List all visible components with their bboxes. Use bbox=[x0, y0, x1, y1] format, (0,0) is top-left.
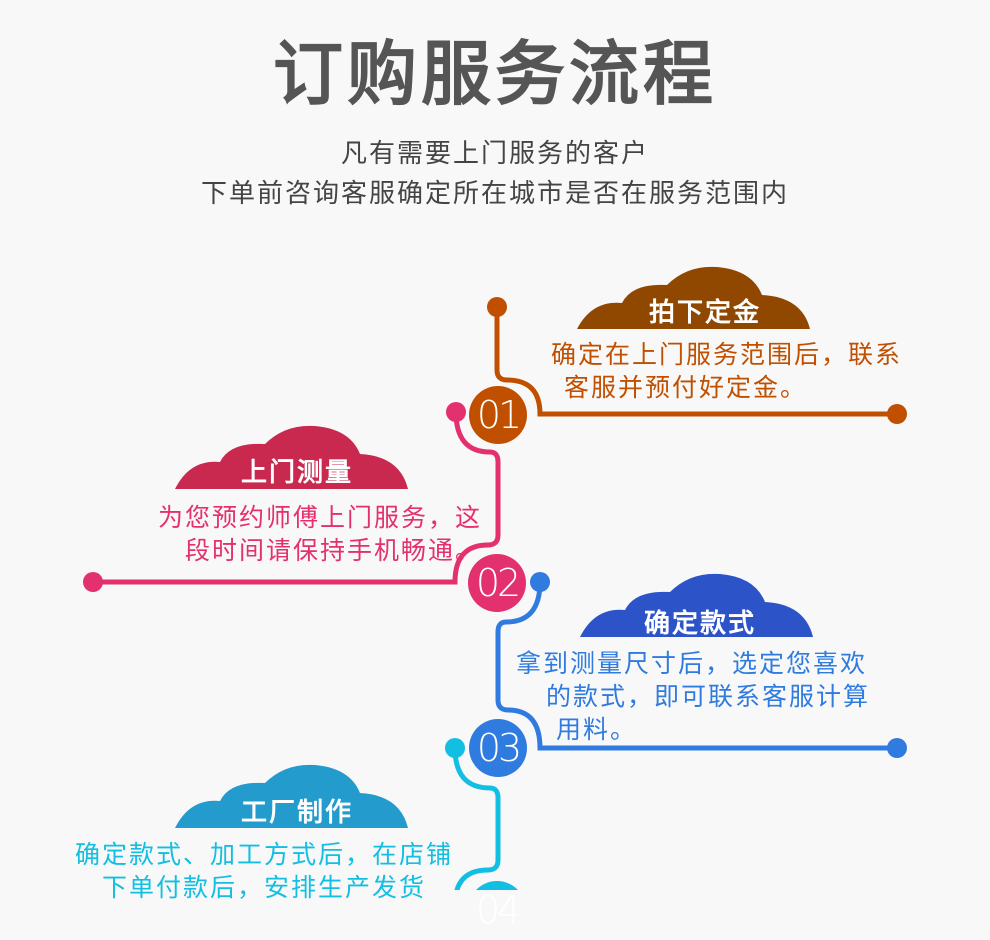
step2-start-dot bbox=[446, 402, 466, 422]
step3-desc-line-3: 用料。 bbox=[556, 715, 638, 744]
step2-description: 为您预约师傅上门服务，这 段时间请保持手机畅通。 bbox=[158, 501, 482, 567]
step4-start-dot bbox=[445, 738, 465, 758]
step3-cloud bbox=[580, 573, 813, 637]
step1-number: 01 bbox=[476, 393, 522, 437]
step2-connector bbox=[93, 411, 501, 585]
step3-number: 03 bbox=[476, 726, 522, 770]
page-title: 订购服务流程 bbox=[273, 33, 717, 115]
step2-cloud bbox=[175, 425, 408, 489]
step1-connector bbox=[494, 307, 897, 417]
step1-end-dot bbox=[887, 404, 907, 424]
subtitle-line-1: 凡有需要上门服务的客户 bbox=[340, 139, 649, 169]
step2-number: 02 bbox=[475, 561, 521, 605]
step1-description: 确定在上门服务范围后，联系 客服并预付好定金。 bbox=[551, 338, 902, 404]
step2-title: 上门测量 bbox=[240, 458, 353, 488]
step4-desc-line-2: 下单付款后，安排生产发货 bbox=[102, 873, 427, 902]
step2-desc-line-1: 为您预约师傅上门服务，这 bbox=[157, 503, 482, 532]
step4-number: 04 bbox=[475, 888, 521, 932]
step1-desc-line-2: 客服并预付好定金。 bbox=[563, 373, 807, 402]
flow-diagram bbox=[83, 266, 907, 890]
step3-title: 确定款式 bbox=[643, 609, 756, 639]
step4-number-badge bbox=[476, 881, 518, 890]
step3-end-dot bbox=[887, 738, 907, 758]
step4-title: 工厂制作 bbox=[240, 798, 353, 828]
step4-connector bbox=[452, 747, 501, 890]
step3-desc-line-1: 拿到测量尺寸后，选定您喜欢 bbox=[516, 649, 868, 678]
step3-description: 拿到测量尺寸后，选定您喜欢 的款式，即可联系客服计算 用料。 bbox=[516, 647, 896, 746]
step1-cloud bbox=[577, 266, 810, 329]
step3-connector bbox=[495, 581, 897, 751]
subtitle-line-2: 下单前咨询客服确定所在城市是否在服务范围内 bbox=[200, 179, 789, 209]
step2-desc-line-2: 段时间请保持手机畅通。 bbox=[184, 536, 482, 565]
step4-desc-line-1: 确定款式、加工方式后，在店铺 bbox=[75, 840, 454, 869]
step4-cloud bbox=[175, 764, 408, 828]
step1-desc-line-1: 确定在上门服务范围后，联系 bbox=[550, 340, 902, 369]
step3-number-badge bbox=[469, 719, 527, 777]
step1-title: 拍下定金 bbox=[648, 298, 761, 328]
step3-desc-line-2: 的款式，即可联系客服计算 bbox=[546, 682, 871, 711]
step2-end-dot bbox=[83, 572, 103, 592]
step1-start-dot bbox=[487, 297, 507, 317]
step4-description: 确定款式、加工方式后，在店铺 下单付款后，安排生产发货 bbox=[75, 838, 453, 904]
step2-number-badge bbox=[468, 554, 526, 612]
step1-number-badge bbox=[469, 386, 527, 444]
step3-start-dot bbox=[530, 572, 550, 592]
